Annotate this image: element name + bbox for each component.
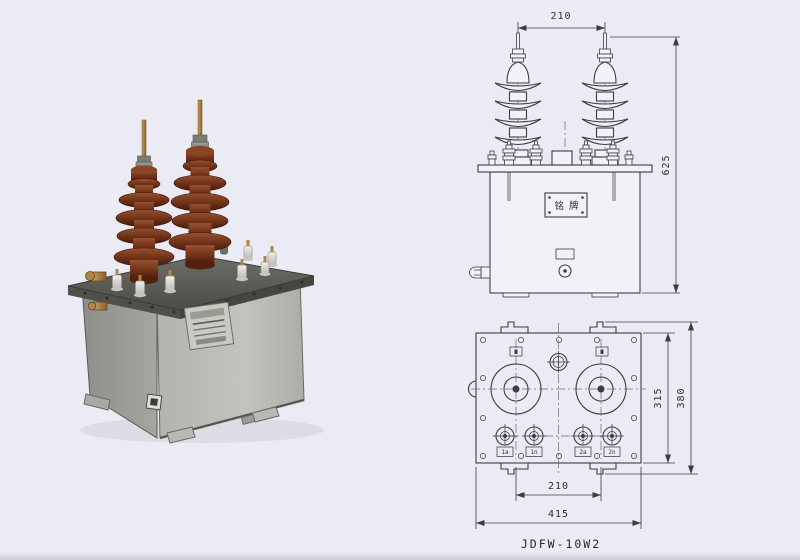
front-drain-valve	[469, 266, 491, 279]
terminal-label-2a: 2a	[579, 449, 587, 456]
bushing-circle-right	[575, 363, 627, 415]
terminal-label-1a: 1a	[501, 449, 509, 456]
dim-front-210: 210	[517, 11, 606, 37]
front-lv-bushings	[487, 140, 634, 166]
photo-small-label	[145, 393, 163, 411]
bottom-edge-shading	[0, 552, 800, 560]
dim-label-380: 380	[676, 387, 687, 408]
dim-label-415: 415	[548, 509, 569, 520]
primary-terminal-marker-right	[595, 346, 609, 357]
primary-terminal-marker-left	[509, 346, 523, 357]
drain-bolt	[240, 414, 256, 425]
dim-label-top-210: 210	[548, 481, 569, 492]
tank-outline	[489, 171, 641, 294]
dim-top-315: 315	[643, 332, 675, 464]
front-foot-left	[502, 292, 530, 298]
bottom-bolt	[558, 264, 572, 278]
dim-front-625: 625	[610, 36, 680, 294]
dim-top-415: 415	[475, 467, 642, 529]
model-label: JDFW-10W2	[521, 537, 601, 551]
insulator-left	[113, 119, 175, 284]
dim-label-front-210: 210	[550, 11, 571, 22]
mounting-tabs	[500, 321, 617, 475]
terminal-label-2n: 2n	[608, 449, 616, 456]
product-photo	[67, 99, 324, 444]
secondary-terminal-2a: 2a	[571, 424, 595, 457]
front-insulator-left	[494, 32, 542, 166]
top-plate	[477, 164, 653, 173]
front-insulator-right	[581, 32, 629, 166]
terminal-label-1n: 1n	[530, 449, 538, 456]
secondary-terminal-1a: 1a	[493, 424, 517, 457]
lv-bushings-front	[111, 256, 271, 298]
bushing-circle-left	[490, 363, 542, 415]
top-view-drawing: 1a 1n 2a 2n 315	[467, 321, 698, 551]
secondary-terminal-1n: 1n	[522, 424, 546, 457]
front-foot-right	[591, 292, 619, 298]
oil-filler-circle	[547, 351, 570, 373]
secondary-terminal-2n: 2n	[600, 424, 624, 457]
front-center-box	[551, 150, 573, 166]
nameplate-text: 铭牌	[554, 200, 583, 212]
insulator-right	[168, 99, 232, 270]
dim-top-380: 380	[605, 321, 698, 475]
side-fitting-bump	[467, 380, 477, 398]
bottom-bolt-center	[563, 269, 567, 273]
oil-drain-fittings	[85, 271, 108, 311]
dim-top-210: 210	[515, 467, 602, 501]
ground-terminal-box	[555, 248, 575, 260]
mounting-feet	[83, 393, 280, 444]
bolt-holes	[480, 337, 637, 459]
photo-nameplate	[183, 301, 235, 351]
drawing-nameplate: 铭牌	[544, 192, 588, 218]
dim-label-front-625: 625	[661, 154, 672, 175]
front-view-drawing: 210 625	[469, 11, 680, 298]
dim-label-315: 315	[653, 387, 664, 408]
